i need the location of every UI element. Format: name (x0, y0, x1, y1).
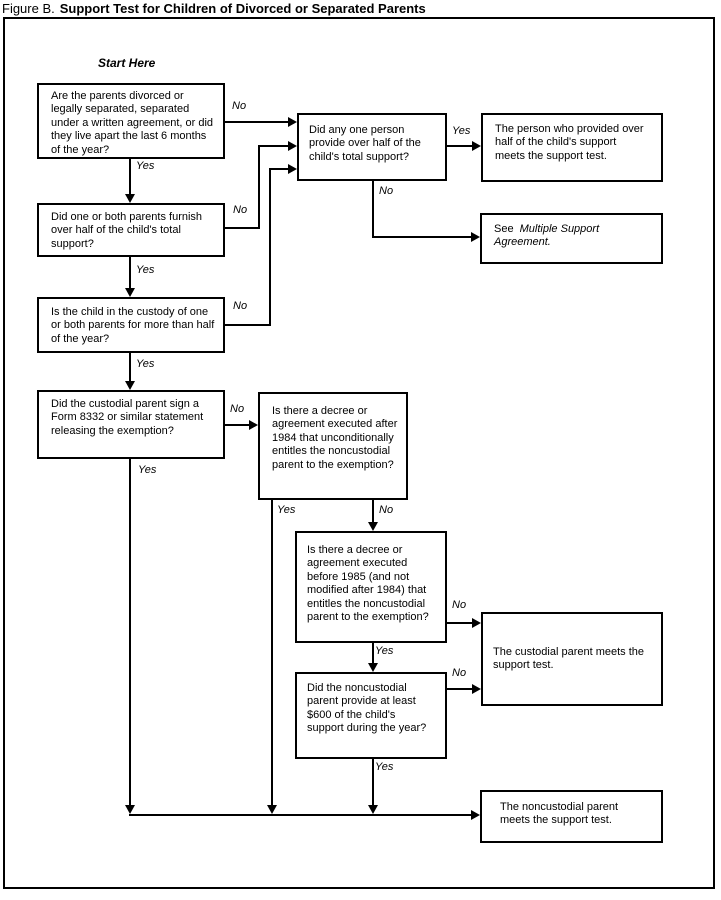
q7-no-arrow-right-icon (472, 684, 481, 694)
connector-mid-no-across-line (372, 236, 472, 238)
figure-title-text: Support Test for Children of Divorced or… (59, 1, 426, 16)
connector-bottom-collector-line (129, 814, 473, 816)
box-q-furnish-half: Did one or both parents furnish over hal… (37, 203, 225, 257)
box-q-600-support: Did the noncustodial parent provide at l… (295, 672, 447, 759)
q4-entry-arrow-down-icon (125, 381, 135, 390)
label-q7-no: No (452, 667, 467, 679)
figure-title: Figure B. Support Test for Children of Di… (2, 1, 426, 16)
box-q-divorced: Are the parents divorced or legally sepa… (37, 83, 225, 159)
box-q-decree-before-1985: Is there a decree or agreement executed … (295, 531, 447, 643)
label-q6-no: No (452, 599, 467, 611)
label-q5-yes: Yes (277, 504, 296, 516)
q2-entry-arrow-down-icon (125, 194, 135, 203)
label-q4-no: No (230, 403, 245, 415)
box-result-noncustodial: The noncustodial parent meets the suppor… (480, 790, 663, 843)
label-q3-yes: Yes (136, 358, 155, 370)
box-q-decree-after-1984: Is there a decree or agreement executed … (258, 392, 408, 500)
q1-no-arrow-right-icon (288, 117, 297, 127)
bottom-collector-arrow3-down-icon (368, 805, 378, 814)
box-q-one-person: Did any one person provide over half of … (297, 113, 447, 181)
connector-q4-yes-line (129, 458, 131, 806)
connector-q5-no-drop-line (372, 500, 374, 524)
connector-mid-no-drop-line (372, 181, 374, 238)
label-q2-yes: Yes (136, 264, 155, 276)
q3-no-arrow-right-icon (288, 164, 297, 174)
q2-no-arrow-right-icon (288, 141, 297, 151)
connector-q5-yes-drop-line (271, 500, 273, 806)
q7-entry-arrow-down-icon (368, 663, 378, 672)
connector-q1-no-line (225, 121, 290, 123)
label-q6-yes: Yes (375, 645, 394, 657)
multiple-support-agreement-ref: Multiple Support Agreement. (494, 223, 600, 249)
connector-q2-no-in-line (258, 145, 290, 147)
box-result-multiple-support: See Multiple Support Agreement. (480, 213, 663, 264)
connector-q6-no-line (447, 622, 475, 624)
connector-q1-yes-line (129, 158, 131, 197)
connector-q3-yes-line (129, 353, 131, 384)
q3-entry-arrow-down-icon (125, 288, 135, 297)
connector-q2-yes-line (129, 257, 131, 291)
connector-mid-yes-line (447, 145, 474, 147)
q4-no-arrow-right-icon (249, 420, 258, 430)
see-prefix: See (494, 223, 514, 235)
bottom-collector-arrow2-down-icon (267, 805, 277, 814)
diagram-border (3, 17, 715, 889)
connector-q2-no-out-line (225, 227, 260, 229)
connector-q6-yes-drop-line (372, 643, 374, 666)
box-result-custodial: The custodial parent meets the support t… (481, 612, 663, 706)
label-q4-yes: Yes (138, 464, 157, 476)
box-q-custody: Is the child in the custody of one or bo… (37, 297, 225, 353)
figure-label: Figure B. (2, 1, 55, 16)
connector-q3-no-in-line (269, 168, 290, 170)
label-q5-no: No (379, 504, 394, 516)
mid-yes-arrow-right-icon (472, 141, 481, 151)
mid-no-arrow-right-icon (471, 232, 480, 242)
bottom-collector-arrow1-down-icon (125, 805, 135, 814)
connector-q4-no-line (225, 424, 252, 426)
label-q1-yes: Yes (136, 160, 155, 172)
label-q1-no: No (232, 100, 247, 112)
start-here-label: Start Here (98, 56, 156, 70)
label-mid-yes: Yes (452, 125, 471, 137)
label-q7-yes: Yes (375, 761, 394, 773)
label-q3-no: No (233, 300, 248, 312)
noncustodial-entry-arrow-right-icon (471, 810, 480, 820)
label-q2-no: No (233, 204, 248, 216)
q6-entry-arrow-down-icon (368, 522, 378, 531)
box-q-form-8332: Did the custodial parent sign a Form 833… (37, 390, 225, 459)
connector-q3-no-out-line (225, 324, 271, 326)
connector-q2-no-riser-line (258, 145, 260, 229)
label-mid-no: No (379, 185, 394, 197)
connector-q3-no-riser-line (269, 168, 271, 326)
connector-q7-no-line (447, 688, 475, 690)
q6-no-arrow-right-icon (472, 618, 481, 628)
connector-q7-yes-drop-line (372, 759, 374, 806)
box-result-person-provided: The person who provided over half of the… (481, 113, 663, 182)
